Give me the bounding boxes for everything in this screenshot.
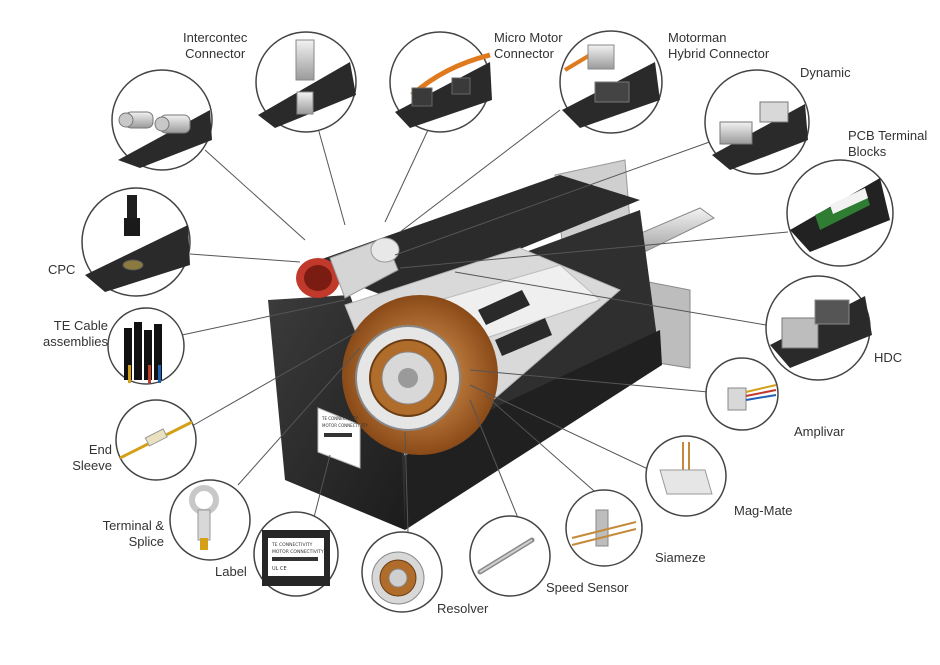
servo-motor-body	[268, 159, 715, 530]
leader-te-cable	[181, 299, 346, 336]
label-label: Label	[215, 564, 247, 579]
callout-dynamic	[704, 69, 810, 175]
label-te-cable-assemblies: TE Cable assemblies	[42, 318, 108, 349]
leader-siameze	[484, 394, 603, 499]
label-line: MOTOR CONNECTIVITY	[272, 549, 324, 555]
callout-circles: TE CONNECTIVITY MOTOR CONNECTIVITY UL CE	[81, 30, 894, 613]
callout-pcb-terminal-blocks	[786, 159, 894, 267]
label-marks: UL CE	[272, 566, 287, 572]
motor-nameplate: TE CONNECTIVITY MOTOR CONNECTIVITY	[317, 407, 368, 469]
label-mag-mate: Mag-Mate	[734, 503, 793, 518]
leader-cpc	[189, 253, 301, 263]
label-dynamic: Dynamic	[800, 65, 851, 80]
callout-label: TE CONNECTIVITY MOTOR CONNECTIVITY UL CE	[253, 511, 339, 597]
leader-end-sleeve	[184, 329, 361, 431]
leader-resolver	[404, 431, 409, 533]
label-end-sleeve: End Sleeve	[72, 442, 112, 473]
label-resolver: Resolver	[437, 601, 489, 616]
leader-unlabeled	[204, 149, 306, 241]
leader-amplivar	[469, 369, 709, 393]
callout-resolver	[361, 531, 443, 613]
callout-siameze	[565, 489, 643, 567]
label-brand: TE CONNECTIVITY	[271, 542, 313, 548]
leader-micro-motor	[384, 129, 429, 223]
label-amplivar: Amplivar	[794, 424, 845, 439]
leader-speed-sensor	[469, 399, 519, 519]
leader-lines	[181, 109, 789, 533]
leader-motorman	[399, 109, 561, 233]
nameplate-brand: TE CONNECTIVITY	[321, 416, 358, 421]
label-micro-motor-connector: Micro Motor Connector	[494, 30, 563, 61]
callout-intercontec-connector	[255, 31, 357, 133]
leader-label	[311, 454, 331, 526]
leader-mag-mate	[469, 384, 651, 471]
leader-pcb	[399, 231, 789, 269]
label-terminal-splice: Terminal & Splice	[102, 518, 164, 549]
leader-dynamic	[394, 139, 716, 256]
callout-te-cable-assemblies	[107, 307, 185, 385]
label-siameze: Siameze	[655, 550, 706, 565]
callout-end-sleeve	[115, 399, 197, 481]
callout-mag-mate	[645, 435, 727, 517]
leader-intercontec	[317, 127, 346, 226]
callout-cpc	[81, 187, 191, 297]
callout-unlabeled-connector	[111, 69, 213, 171]
nameplate-line: MOTOR CONNECTIVITY	[322, 423, 368, 428]
leader-terminal-splice	[237, 347, 361, 486]
label-motorman-hybrid-connector: Motorman Hybrid Connector	[668, 30, 770, 61]
callout-terminal-splice	[169, 479, 251, 561]
label-intercontec-connector: Intercontec Connector	[183, 30, 248, 61]
label-hdc: HDC	[874, 350, 903, 365]
callout-amplivar	[705, 357, 779, 431]
callout-speed-sensor	[469, 515, 551, 597]
label-pcb-terminal-blocks: PCB Terminal Blocks	[848, 128, 928, 159]
leader-hdc	[454, 271, 767, 326]
callout-motorman-connector	[559, 30, 663, 134]
callout-micro-motor-connector	[389, 31, 492, 133]
label-cpc: CPC	[48, 262, 76, 277]
callout-hdc	[765, 275, 872, 381]
label-speed-sensor: Speed Sensor	[546, 580, 629, 595]
